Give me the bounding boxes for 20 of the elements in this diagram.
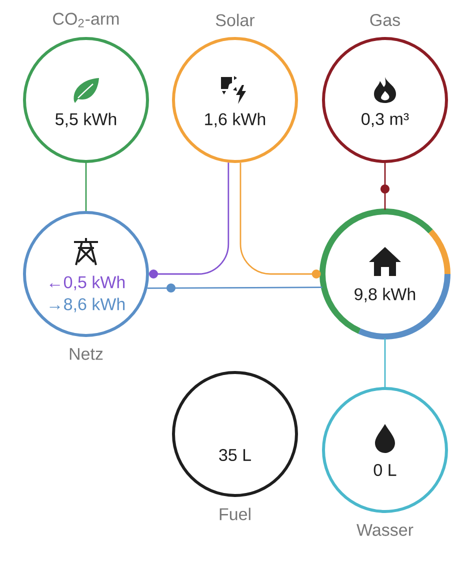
value-text: 5,5 kWh (56, 112, 116, 128)
circle-label: CO$_{2}$-arm (53, 12, 119, 28)
circle-label: Fuel (220, 508, 250, 520)
connector-line (384, 163, 386, 210)
value-text: →8,6 kWh (50, 298, 125, 312)
connector-line (240, 162, 321, 278)
value-text: 0 L (374, 464, 396, 476)
value-text: 9,8 kWh (354, 288, 416, 302)
value-text: 0,3 m³ (362, 112, 409, 128)
connector-line (85, 163, 87, 211)
connector-line (147, 286, 322, 289)
connector-line (149, 162, 230, 278)
circle-label: Netz (70, 348, 103, 360)
value-text: ←0,5 kWh (50, 276, 125, 290)
circle-label: Wasser (356, 524, 414, 536)
value-text: 1,6 kWh (205, 112, 266, 128)
circle-label: Gas (370, 14, 400, 26)
connector-line (384, 338, 386, 387)
value-text: 35 L (219, 448, 251, 462)
circle-label: Solar (216, 14, 255, 26)
